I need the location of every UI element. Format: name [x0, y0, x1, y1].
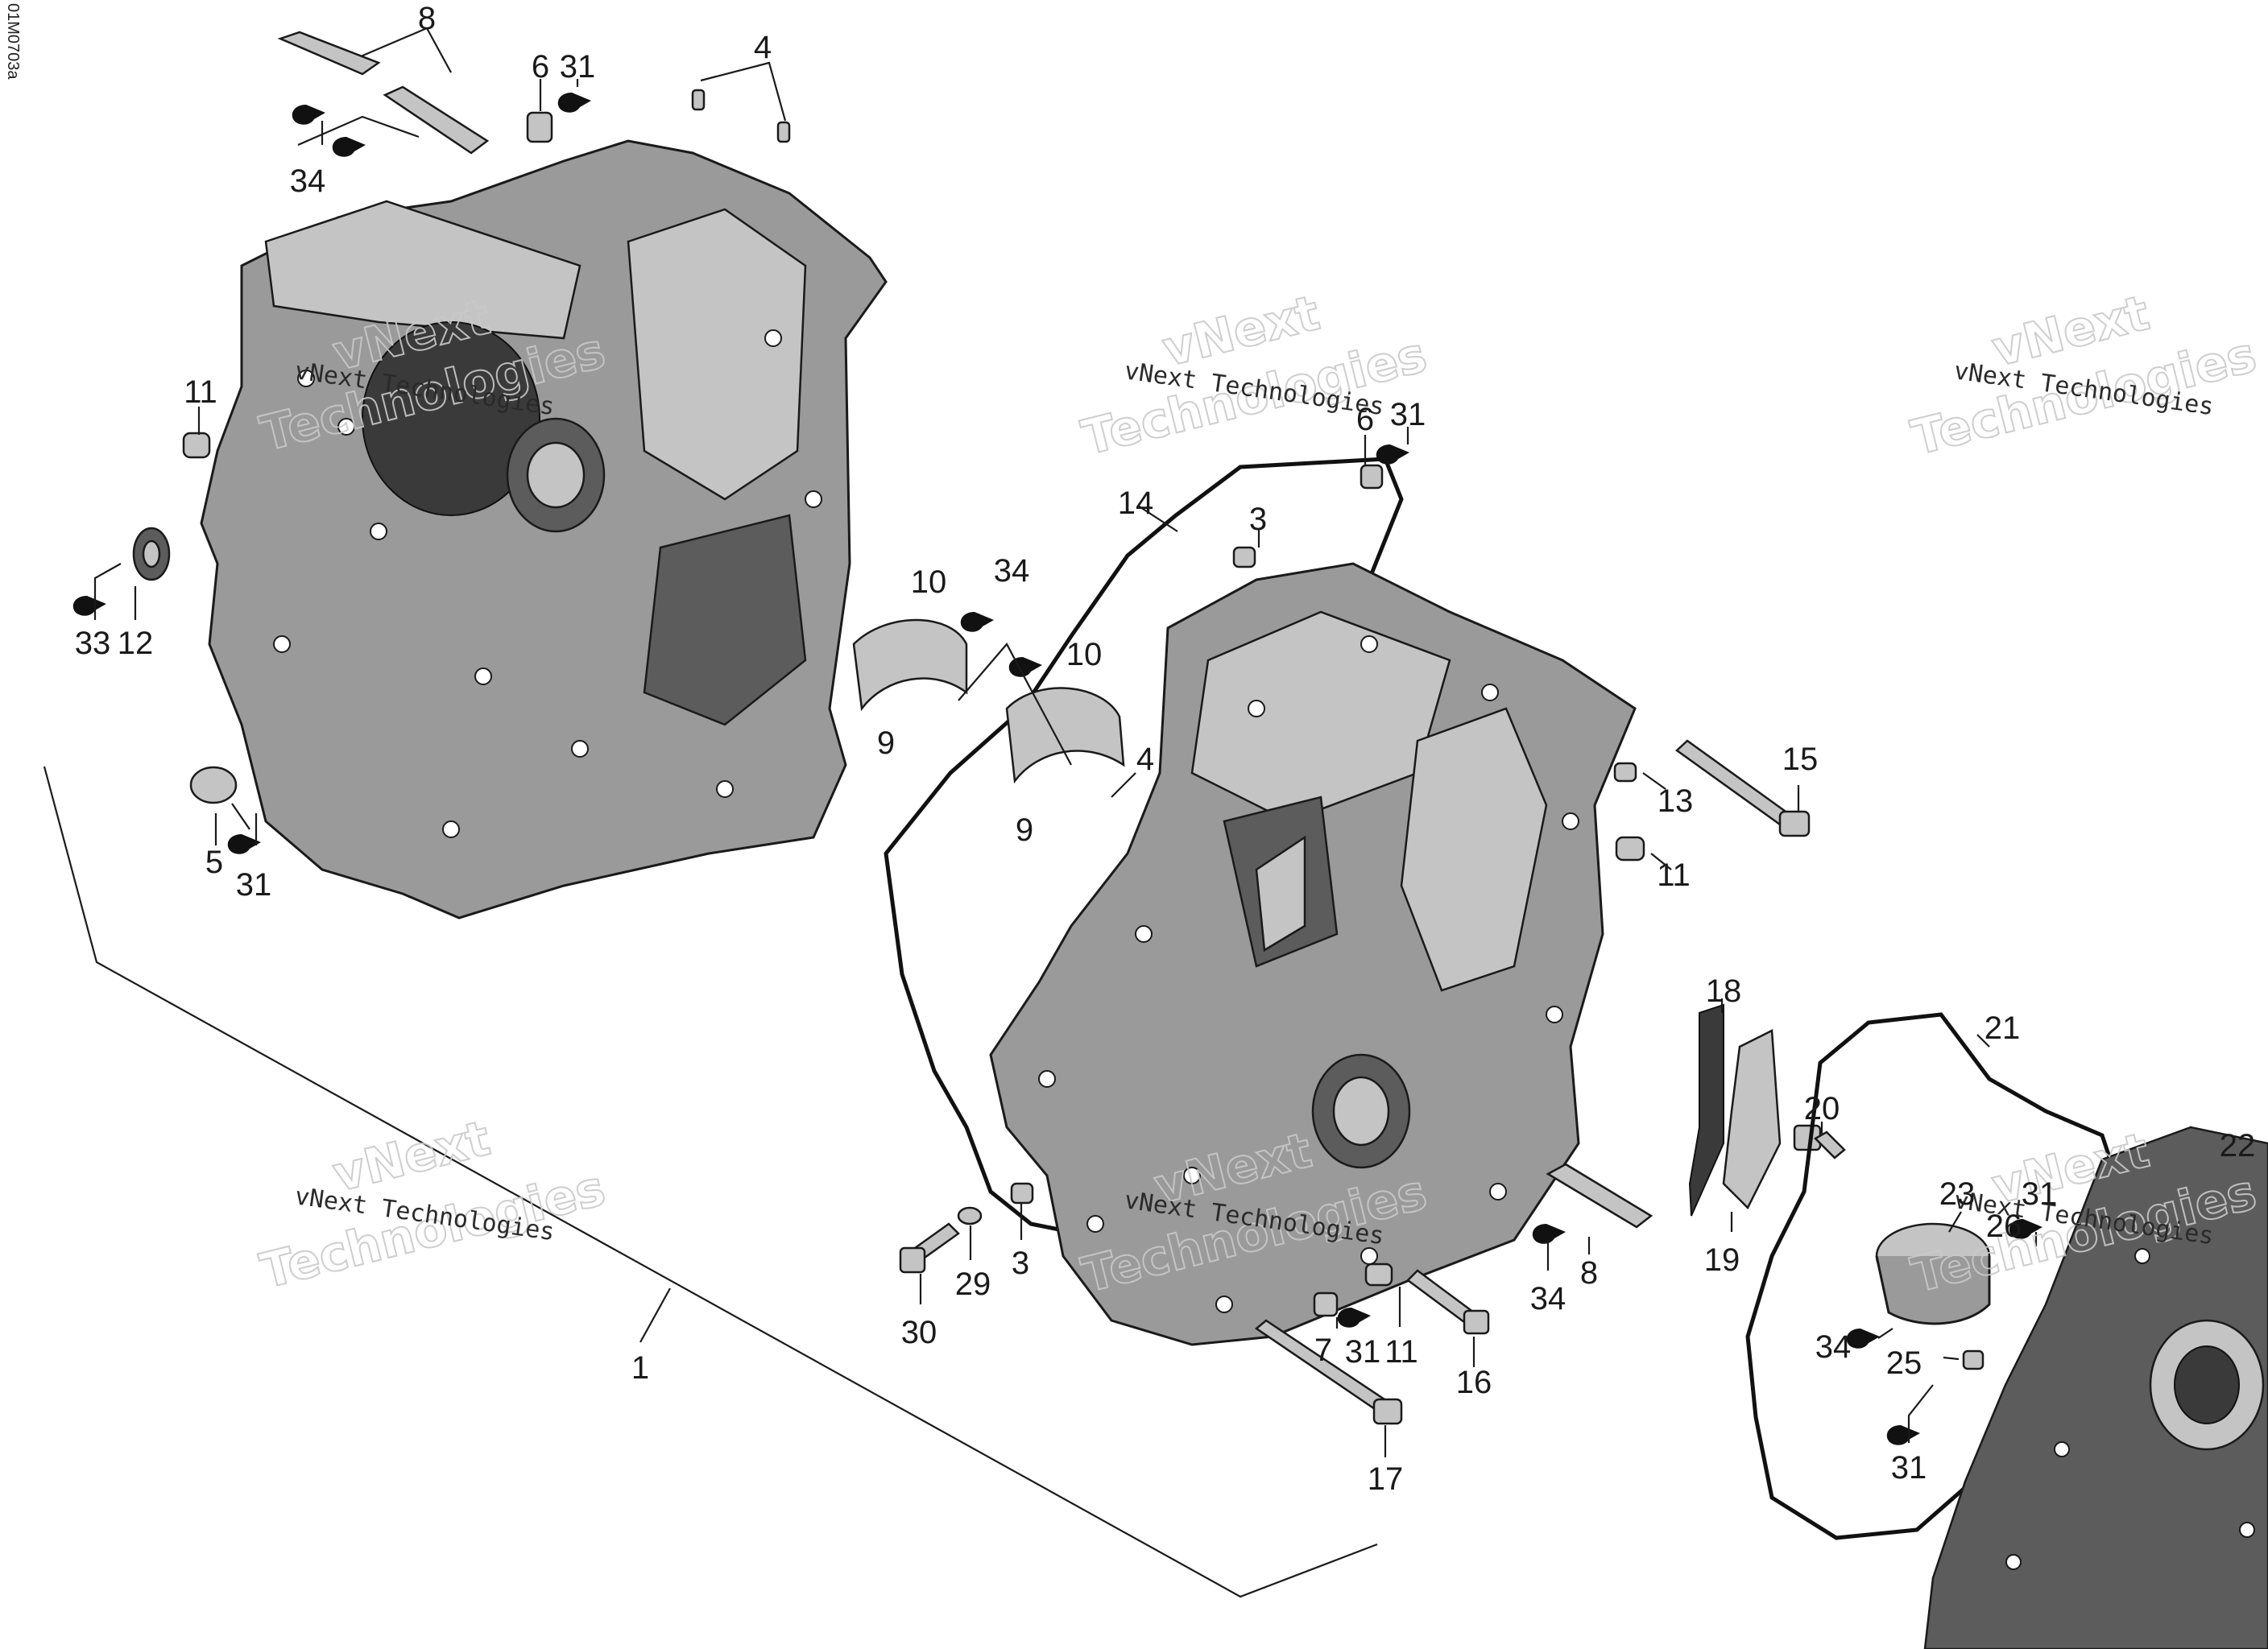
callout-31: 31 [236, 867, 272, 903]
svg-text:Technologies: Technologies [255, 1160, 611, 1300]
pins-4-upper [691, 89, 791, 143]
callout-14: 14 [1118, 486, 1154, 521]
sealant-drop-icon [72, 93, 2042, 1445]
bolt-16 [1406, 1269, 1490, 1335]
callout-1: 1 [631, 1350, 649, 1386]
callout-4: 4 [1136, 742, 1154, 777]
callout-6: 6 [1356, 402, 1374, 437]
callout-31: 31 [1390, 397, 1426, 432]
oil-seal-12 [132, 527, 171, 581]
sleeve-7 [1313, 1292, 1339, 1317]
callout-7: 7 [1314, 1333, 1332, 1368]
callout-9: 9 [1016, 812, 1033, 848]
dowel-13 [1613, 762, 1637, 783]
callout-21: 21 [1984, 1010, 2021, 1046]
dowel-11-left [182, 432, 211, 459]
sleeve-6-upper [526, 111, 553, 143]
callout-30: 30 [901, 1315, 937, 1350]
leader-lines [93, 27, 2038, 1457]
left-crankcase-half [200, 139, 888, 920]
dowel-11-right [1615, 836, 1645, 862]
callout-31: 31 [1345, 1334, 1381, 1370]
callout-25: 25 [1886, 1345, 1922, 1381]
document-id: 01M0703a [4, 3, 22, 80]
callout-10: 10 [1066, 637, 1103, 672]
callout-34: 34 [1530, 1281, 1566, 1316]
plug-5 [189, 766, 238, 804]
callout-4: 4 [754, 30, 772, 65]
callout-34: 34 [290, 163, 326, 199]
callout-8: 8 [418, 1, 436, 36]
callout-10: 10 [911, 564, 947, 600]
callout-34: 34 [1815, 1329, 1852, 1365]
dowel-11-lower [1364, 1263, 1393, 1287]
bolt-15 [1675, 739, 1811, 837]
dowel-pin-8-lower [1546, 1163, 1653, 1229]
callout-11: 11 [184, 374, 217, 410]
callout-3: 3 [1012, 1246, 1029, 1281]
bolt-17 [1254, 1319, 1403, 1425]
callout-12: 12 [118, 626, 154, 661]
callout-19: 19 [1704, 1242, 1740, 1278]
cover-22 [1923, 1126, 2268, 1649]
callout-34: 34 [994, 553, 1030, 589]
center-crankcase-half [989, 562, 1637, 1346]
callout-9: 9 [877, 725, 895, 761]
callout-26: 26 [1986, 1209, 2022, 1244]
callout-17: 17 [1368, 1461, 1404, 1497]
dowel-3-lower [1010, 1182, 1034, 1205]
dowel-3-upper [1232, 546, 1256, 568]
callout-11: 11 [1384, 1334, 1418, 1370]
callout-11: 11 [1657, 858, 1691, 893]
callout-20: 20 [1804, 1091, 1840, 1126]
sleeve-6-center [1360, 464, 1384, 490]
gasket-18 [1688, 1003, 1724, 1217]
bearing-10-outer [852, 618, 968, 712]
callout-6: 6 [532, 49, 549, 85]
callout-5: 5 [205, 845, 223, 880]
plate-19 [1722, 1029, 1782, 1210]
callout-33: 33 [75, 626, 111, 661]
callout-3: 3 [1249, 502, 1267, 537]
callout-15: 15 [1782, 742, 1819, 777]
bearing-10-inner [1005, 687, 1125, 784]
bearing-23 [1875, 1222, 1991, 1325]
assembly-bracket [43, 766, 1378, 1598]
callout-labels: 8 6 31 4 34 11 33 12 5 31 6 31 14 3 10 3… [75, 1, 2256, 1497]
washer-29 [957, 1206, 983, 1225]
bolt-20 [1793, 1124, 1846, 1159]
callout-23: 23 [1939, 1176, 1976, 1212]
callout-31: 31 [1891, 1450, 1927, 1486]
callout-29: 29 [955, 1267, 991, 1302]
callout-13: 13 [1658, 783, 1694, 819]
callout-31: 31 [2022, 1176, 2058, 1212]
callout-31: 31 [560, 49, 596, 85]
callout-22: 22 [2220, 1128, 2256, 1163]
bolt-30 [899, 1222, 960, 1274]
sleeve-25 [1962, 1349, 1984, 1370]
callout-18: 18 [1706, 973, 1742, 1009]
callout-16: 16 [1456, 1365, 1492, 1400]
dowel-pin-8-upper [277, 31, 490, 155]
callout-8: 8 [1580, 1255, 1598, 1291]
